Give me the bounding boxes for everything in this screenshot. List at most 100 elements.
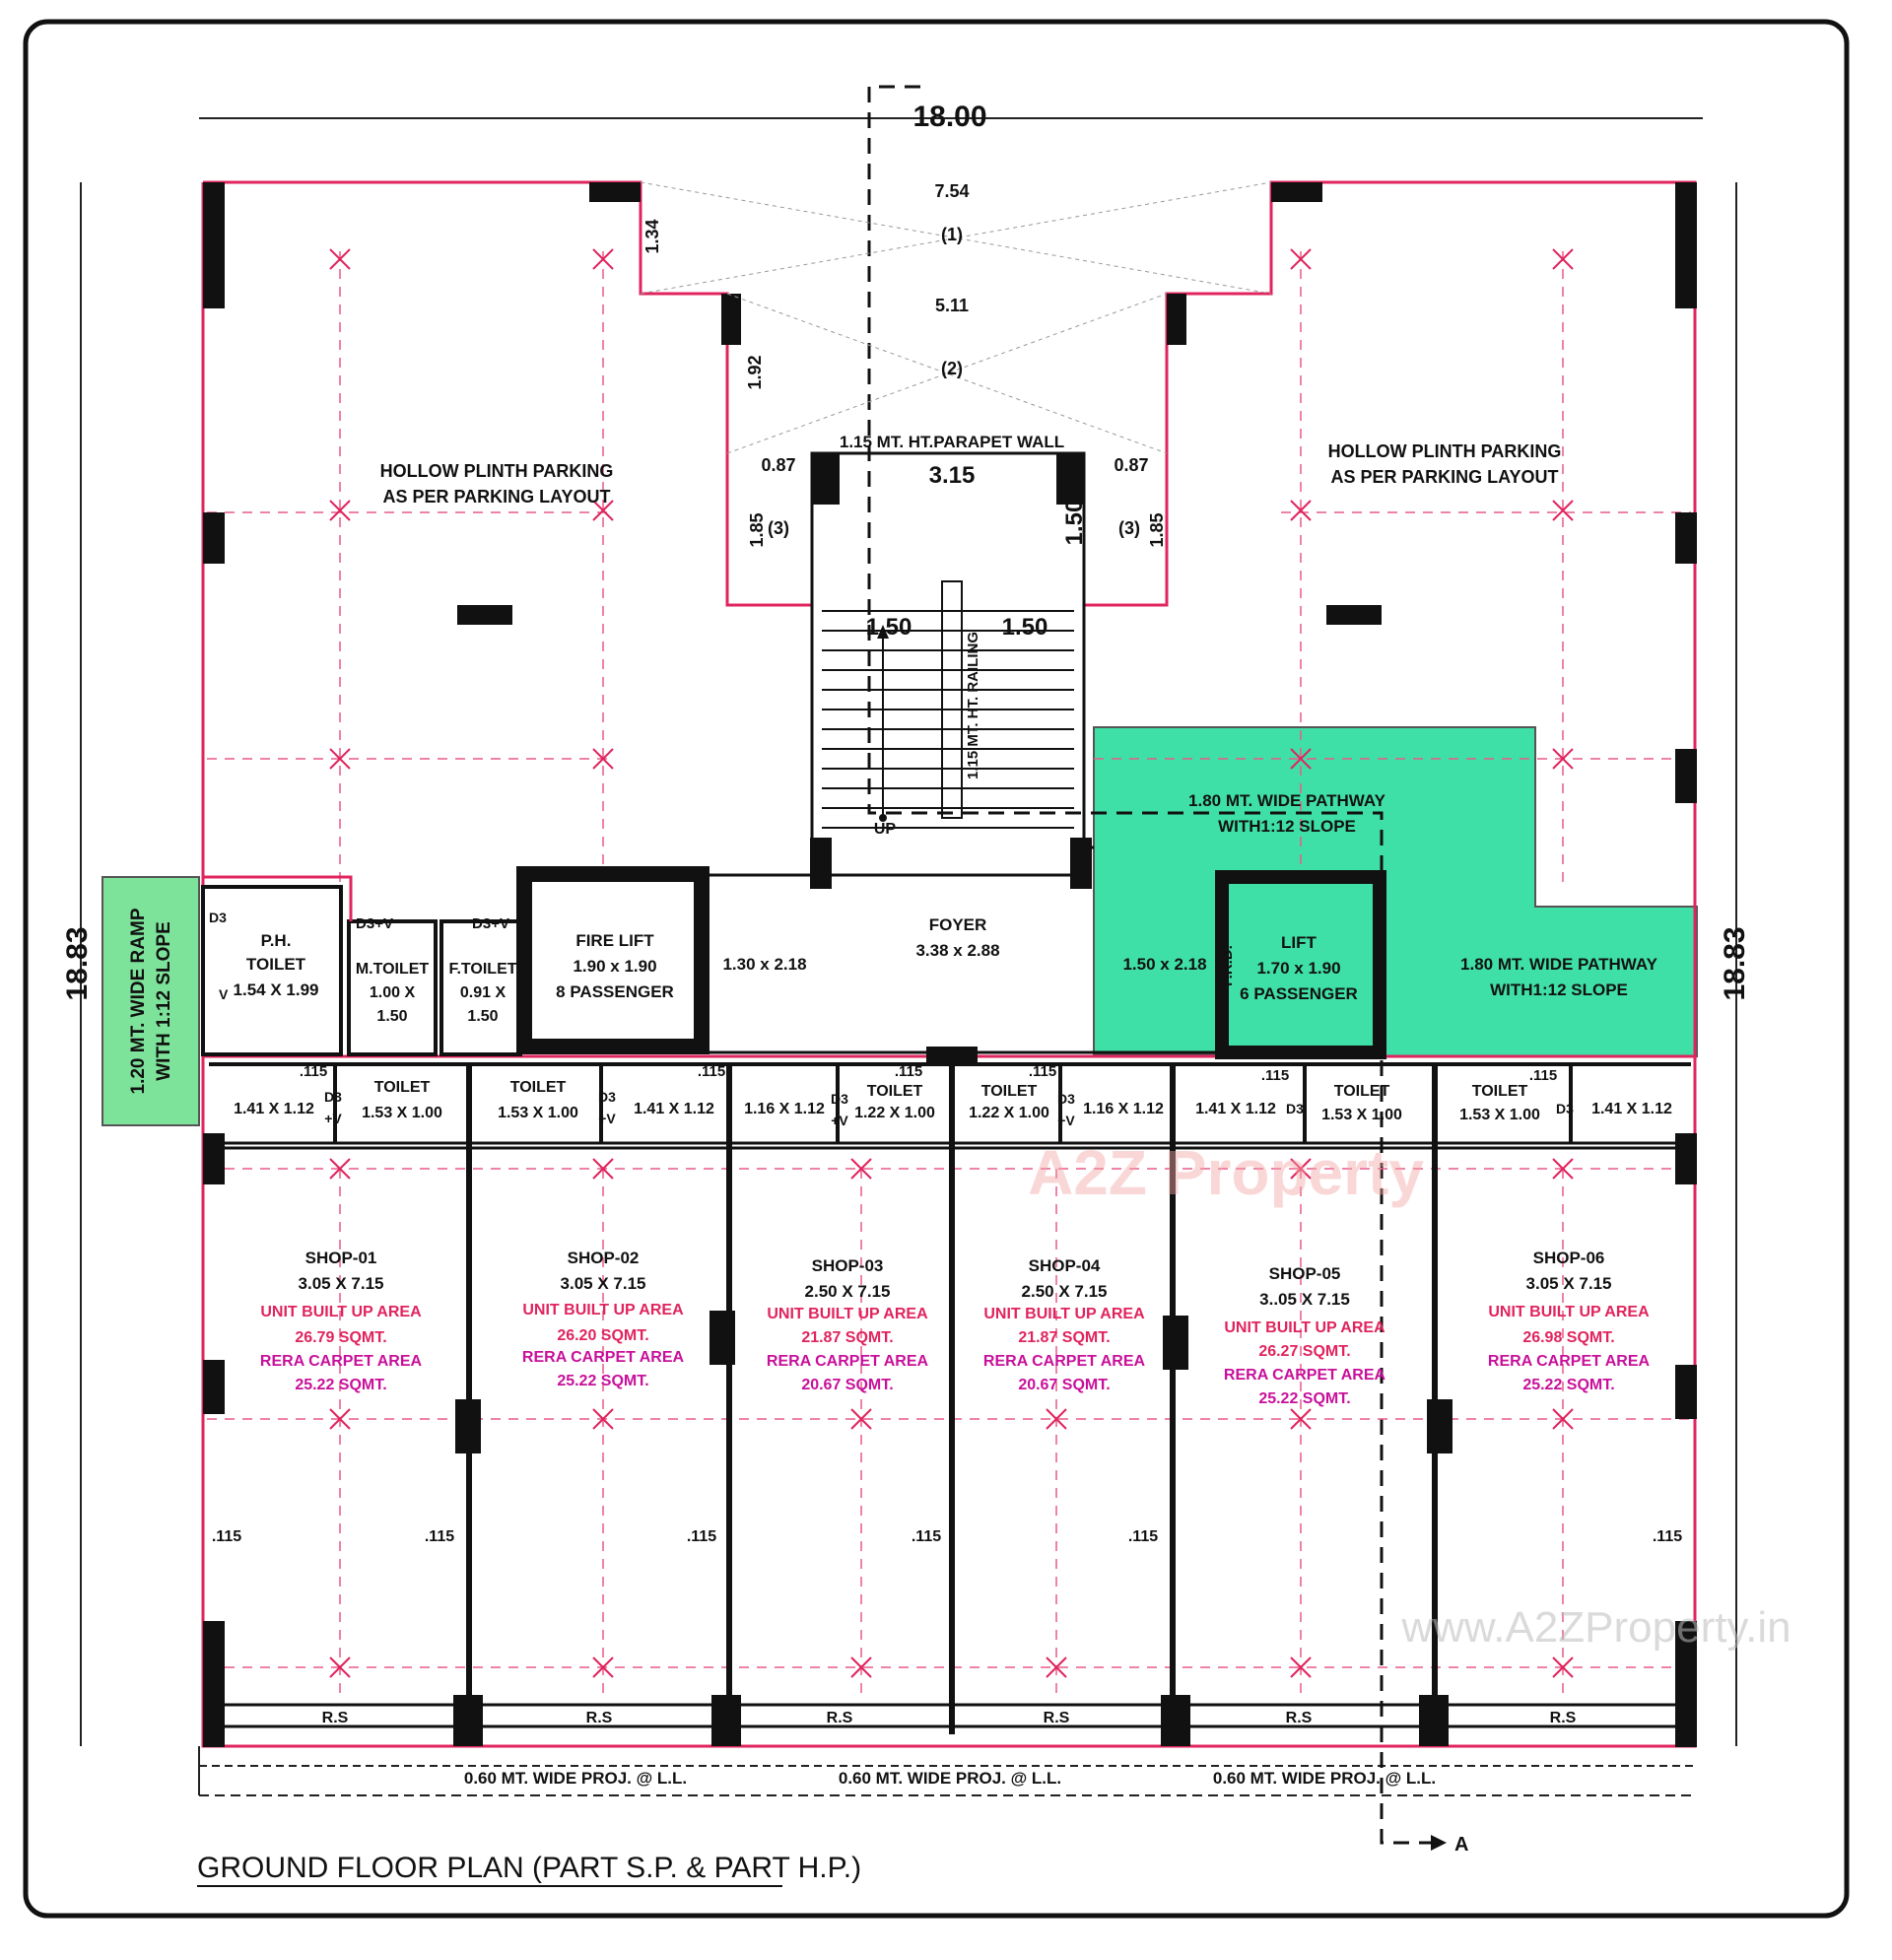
frd-left: F.R.D.	[691, 945, 708, 986]
f-toilet-line1: F.TOILET	[448, 961, 516, 978]
pathway1-line1: 1.80 MT. WIDE PATHWAY	[1188, 791, 1386, 810]
grid-cross-markers	[329, 248, 1574, 1678]
ramp-green-area	[101, 876, 200, 1126]
drawing-frame	[23, 19, 1850, 1919]
shop-02-size: 3.05 X 7.15	[561, 1274, 646, 1293]
projection-label-1: 0.60 MT. WIDE PROJ. @ L.L.	[464, 1769, 687, 1788]
shop-03-rs: R.S	[827, 1710, 853, 1726]
mark-1: (1)	[941, 225, 963, 244]
shop-02: SHOP-02 3.05 X 7.15 UNIT BUILT UP AREA 2…	[425, 1249, 685, 1726]
shop-06-carpet-label: RERA CARPET AREA	[1488, 1353, 1651, 1370]
shop-01-rs: R.S	[322, 1710, 349, 1726]
backroom-2-other: 1.41 X 1.12	[634, 1101, 714, 1117]
shop-06-size: 3.05 X 7.15	[1526, 1274, 1612, 1293]
shop-01-builtup-label: UNIT BUILT UP AREA	[260, 1304, 422, 1320]
dim-1-92: 1.92	[745, 355, 765, 389]
shop-05-wall: .115	[1128, 1528, 1158, 1545]
foyer-size: 3.38 x 2.88	[915, 941, 999, 960]
door-d3v-label-2: D3+V	[472, 915, 509, 932]
dim-5-11: 5.11	[935, 296, 969, 315]
shop-03-builtup-value: 21.87 SQMT.	[801, 1329, 893, 1346]
shop-04-builtup-value: 21.87 SQMT.	[1018, 1329, 1110, 1346]
ph-toilet-line1: P.H.	[261, 931, 292, 950]
backroom-4-toilet: TOILET	[981, 1083, 1038, 1100]
backroom-5-door: D3	[1286, 1101, 1304, 1116]
backroom-6-size: 1.53 X 1.00	[1459, 1107, 1540, 1123]
parking-left-line1: HOLLOW PLINTH PARKING	[380, 461, 614, 481]
dim-3-15: 3.15	[929, 462, 976, 489]
toilet-block-left	[201, 875, 522, 1056]
stair-dim-a: 1.50	[866, 614, 912, 641]
dim-1-85-left: 1.85	[747, 512, 767, 547]
stair-dim-b: 1.50	[1002, 614, 1048, 641]
shop-04: SHOP-04 2.50 X 7.15 UNIT BUILT UP AREA 2…	[912, 1256, 1146, 1726]
backroom-5-other: 1.41 X 1.12	[1195, 1101, 1276, 1117]
shop-04-builtup-label: UNIT BUILT UP AREA	[983, 1306, 1145, 1322]
dim-1-34: 1.34	[642, 219, 662, 253]
backroom-1-toilet: TOILET	[374, 1079, 431, 1096]
up-label: UP	[874, 821, 897, 838]
backroom-2-size: 1.53 X 1.00	[498, 1105, 578, 1121]
foyer-label: FOYER	[929, 915, 987, 934]
pathway2-line2: WITH1:12 SLOPE	[1490, 980, 1628, 999]
structural-grid	[207, 251, 1691, 1695]
parking-right-line1: HOLLOW PLINTH PARKING	[1328, 441, 1562, 461]
lift-size: 1.70 x 1.90	[1256, 959, 1340, 978]
shop-02-wall: .115	[425, 1528, 454, 1545]
backroom-3-other: 1.16 X 1.12	[744, 1101, 825, 1117]
shop-05-builtup-label: UNIT BUILT UP AREA	[1224, 1319, 1385, 1336]
section-line-a	[867, 85, 1431, 1845]
fire-lift-capacity: 8 PASSENGER	[556, 982, 674, 1001]
m-toilet-line2: 1.00 X	[370, 984, 416, 1001]
parapet-label: 1.15 MT. HT.PARAPET WALL	[840, 433, 1064, 451]
watermark-logo-text: A2Z Property	[1028, 1137, 1424, 1208]
shop-05-rs: R.S	[1286, 1710, 1313, 1726]
lift-label: LIFT	[1281, 933, 1317, 952]
backroom-1-door: D3	[324, 1089, 342, 1105]
section-label-a: A	[1454, 1834, 1468, 1856]
shop-04-rs: R.S	[1044, 1710, 1070, 1726]
stair-railing	[941, 580, 963, 819]
shop-01-carpet-label: RERA CARPET AREA	[260, 1353, 423, 1370]
railing-label: 1.15 MT. HT. RAILING	[965, 632, 981, 779]
shop-05: SHOP-05 3..05 X 7.15 UNIT BUILT UP AREA …	[1128, 1264, 1386, 1726]
dim-0-87-left: 0.87	[761, 455, 795, 475]
shop-04-carpet-value: 20.67 SQMT.	[1018, 1377, 1110, 1393]
section-arrow	[1431, 1835, 1447, 1851]
shop-03-wall: .115	[687, 1528, 716, 1545]
shop-05-carpet-value: 25.22 SQMT.	[1258, 1390, 1350, 1407]
m-toilet-line1: M.TOILET	[356, 961, 430, 978]
backroom-3-wall: .115	[895, 1063, 922, 1080]
shop-04-size: 2.50 X 7.15	[1022, 1282, 1108, 1301]
shop-01-carpet-value: 25.22 SQMT.	[295, 1377, 386, 1393]
backroom-1-other: 1.41 X 1.12	[234, 1101, 314, 1117]
watermark-url: www.A2ZProperty.in	[1400, 1603, 1791, 1652]
dim-1-50-vertical: 1.50	[1061, 500, 1088, 546]
shop-05-size: 3..05 X 7.15	[1259, 1290, 1350, 1309]
fire-lift-size: 1.90 x 1.90	[573, 957, 656, 976]
backroom-4-size: 1.22 X 1.00	[969, 1105, 1049, 1121]
backroom-4-other: 1.16 X 1.12	[1083, 1101, 1164, 1117]
shop-02-carpet-value: 25.22 SQMT.	[557, 1373, 648, 1389]
pathway2-line1: 1.80 MT. WIDE PATHWAY	[1460, 955, 1658, 974]
shop-05-name: SHOP-05	[1269, 1264, 1341, 1283]
backroom-6-wall: .115	[1529, 1067, 1557, 1084]
shop-04-carpet-label: RERA CARPET AREA	[983, 1353, 1146, 1370]
back-toilet-row: .115 1.41 X 1.12 D3 +V TOILET 1.53 X 1.0…	[234, 1063, 1672, 1128]
pathway-green-area	[1093, 726, 1698, 1057]
column-markers	[203, 182, 1697, 1747]
shop-03-carpet-label: RERA CARPET AREA	[767, 1353, 929, 1370]
ramp-line2: WITH 1:12 SLOPE	[154, 921, 174, 1081]
backroom-2-door: D3	[598, 1089, 616, 1105]
pathway1-line2: WITH1:12 SLOPE	[1218, 817, 1356, 836]
door-v-label: V	[219, 986, 229, 1002]
shop-05-builtup-value: 26.27 SQMT.	[1258, 1343, 1350, 1360]
shop-02-carpet-label: RERA CARPET AREA	[522, 1349, 685, 1366]
lobby-left-size: 1.30 x 2.18	[722, 955, 806, 974]
backroom-1-size: 1.53 X 1.00	[362, 1105, 442, 1121]
backroom-4-wall: .115	[1029, 1063, 1056, 1080]
backroom-2-wall: .115	[698, 1063, 725, 1080]
m-toilet-line3: 1.50	[376, 1008, 407, 1025]
backroom-5-size: 1.53 X 1.00	[1321, 1107, 1402, 1123]
